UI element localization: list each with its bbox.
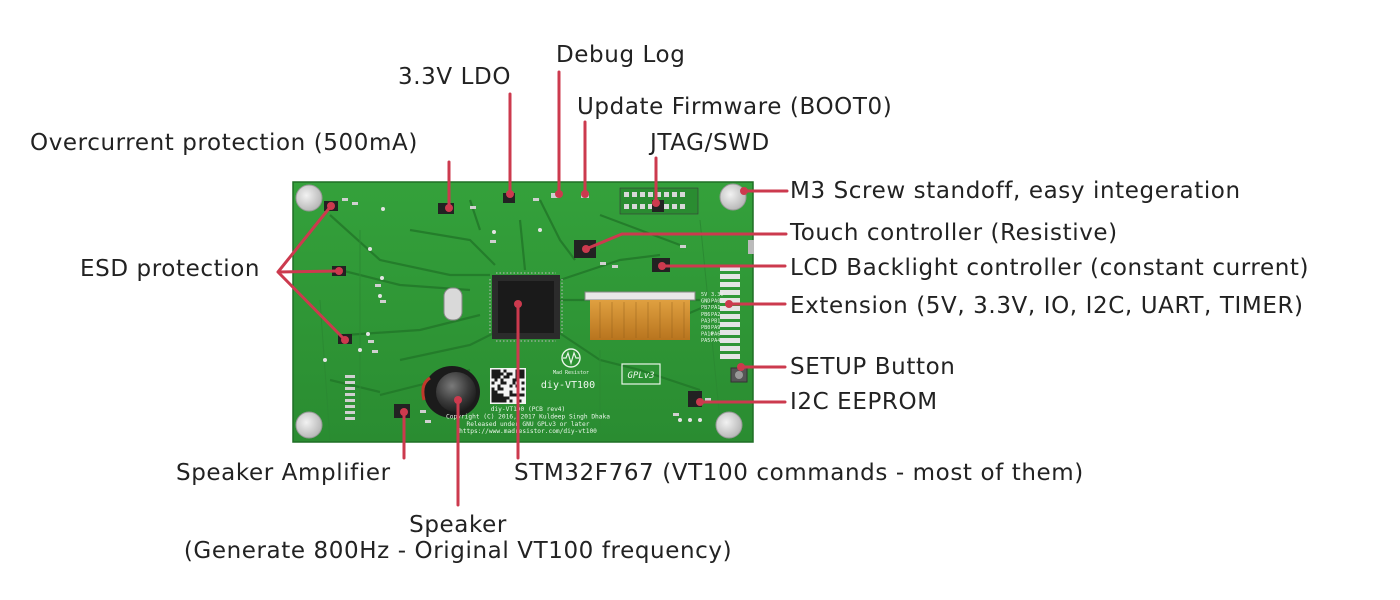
pin-label: PA6	[711, 332, 720, 338]
label-stm32: STM32F767 (VT100 commands - most of them…	[514, 460, 1084, 486]
label-extension: Extension (5V, 3.3V, IO, I2C, UART, TIME…	[790, 293, 1304, 319]
side-connector	[748, 240, 754, 254]
pin-label: PB7	[701, 305, 710, 311]
label-setup-button: SETUP Button	[790, 354, 956, 380]
overcurrent-chip	[503, 193, 515, 203]
screw-top-left	[295, 184, 323, 212]
label-speaker: Speaker (Generate 800Hz - Original VT100…	[148, 512, 768, 565]
line-touch	[584, 232, 788, 251]
board-name: diy-VT100	[541, 380, 595, 391]
gplv3-logo	[621, 363, 661, 385]
pin-label: PA0	[711, 299, 720, 305]
credit-line: https://www.madresistor.com/diy-vt100	[459, 428, 597, 435]
pin-label: PA1	[711, 305, 720, 311]
passives	[342, 198, 711, 423]
pin-label: PB0	[701, 325, 710, 331]
pin-label: PA9	[711, 325, 720, 331]
board-logo	[561, 348, 581, 368]
logo-text: Mad Resistor	[553, 370, 589, 376]
pin-label: PB6	[701, 312, 710, 318]
label-speaker-amp: Speaker Amplifier	[176, 460, 391, 486]
gplv3-text: GPLv3	[627, 371, 654, 381]
pin-label: 3.3V	[711, 292, 724, 298]
pin-label: GND	[701, 299, 710, 305]
lcd-flex-cable	[590, 300, 690, 340]
label-eeprom: I2C EEPROM	[790, 389, 938, 415]
label-lcd-backlight: LCD Backlight controller (constant curre…	[790, 255, 1310, 281]
label-speaker-title: Speaker	[409, 512, 507, 538]
label-speaker-desc: (Generate 800Hz - Original VT100 frequen…	[183, 538, 733, 565]
credits-silkscreen: diy-VT100 (PCB rev4)Copyright (C) 2016, …	[446, 406, 610, 435]
label-overcurrent: Overcurrent protection (500mA)	[30, 130, 418, 156]
pin-label: PA10	[701, 332, 714, 338]
label-ldo: 3.3V LDO	[398, 64, 512, 90]
credit-line: Copyright (C) 2016, 2017 Kuldeep Singh D…	[446, 413, 610, 420]
callout-lines	[276, 70, 789, 507]
debug-resistor	[551, 193, 559, 198]
label-jtag: JTAG/SWD	[650, 130, 770, 156]
callout-dots	[327, 187, 748, 416]
pin-label: PA4	[711, 338, 720, 344]
label-debug-log: Debug Log	[556, 42, 686, 68]
label-touch-controller: Touch controller (Resistive)	[790, 220, 1118, 246]
credit-line: diy-VT100 (PCB rev4)	[491, 406, 566, 413]
pin-label: PA2	[711, 312, 720, 318]
credit-line: Released under GNU GPLv3 or later	[467, 421, 590, 428]
label-update-firmware: Update Firmware (BOOT0)	[577, 94, 893, 120]
extension-header	[720, 266, 740, 359]
speaker	[421, 366, 480, 418]
pin-label: PB1	[711, 318, 720, 324]
qr-code	[490, 368, 526, 404]
pin-label: PA5	[701, 338, 710, 344]
lcd-connector	[584, 291, 696, 301]
test-points	[323, 207, 702, 422]
screw-bottom-left	[295, 411, 323, 439]
label-m3-screw: M3 Screw standoff, easy integeration	[790, 178, 1241, 204]
screw-bottom-right	[715, 411, 743, 439]
line-esd	[276, 204, 347, 342]
screw-top-right	[719, 183, 747, 211]
pcb-traces-fine	[319, 219, 721, 441]
label-esd: ESD protection	[80, 256, 261, 282]
stm32-mcu	[489, 272, 563, 342]
crystal	[443, 287, 463, 321]
pin-label: PA3	[701, 318, 710, 324]
setup-button	[730, 367, 748, 383]
pin-label: 5V	[701, 292, 707, 298]
